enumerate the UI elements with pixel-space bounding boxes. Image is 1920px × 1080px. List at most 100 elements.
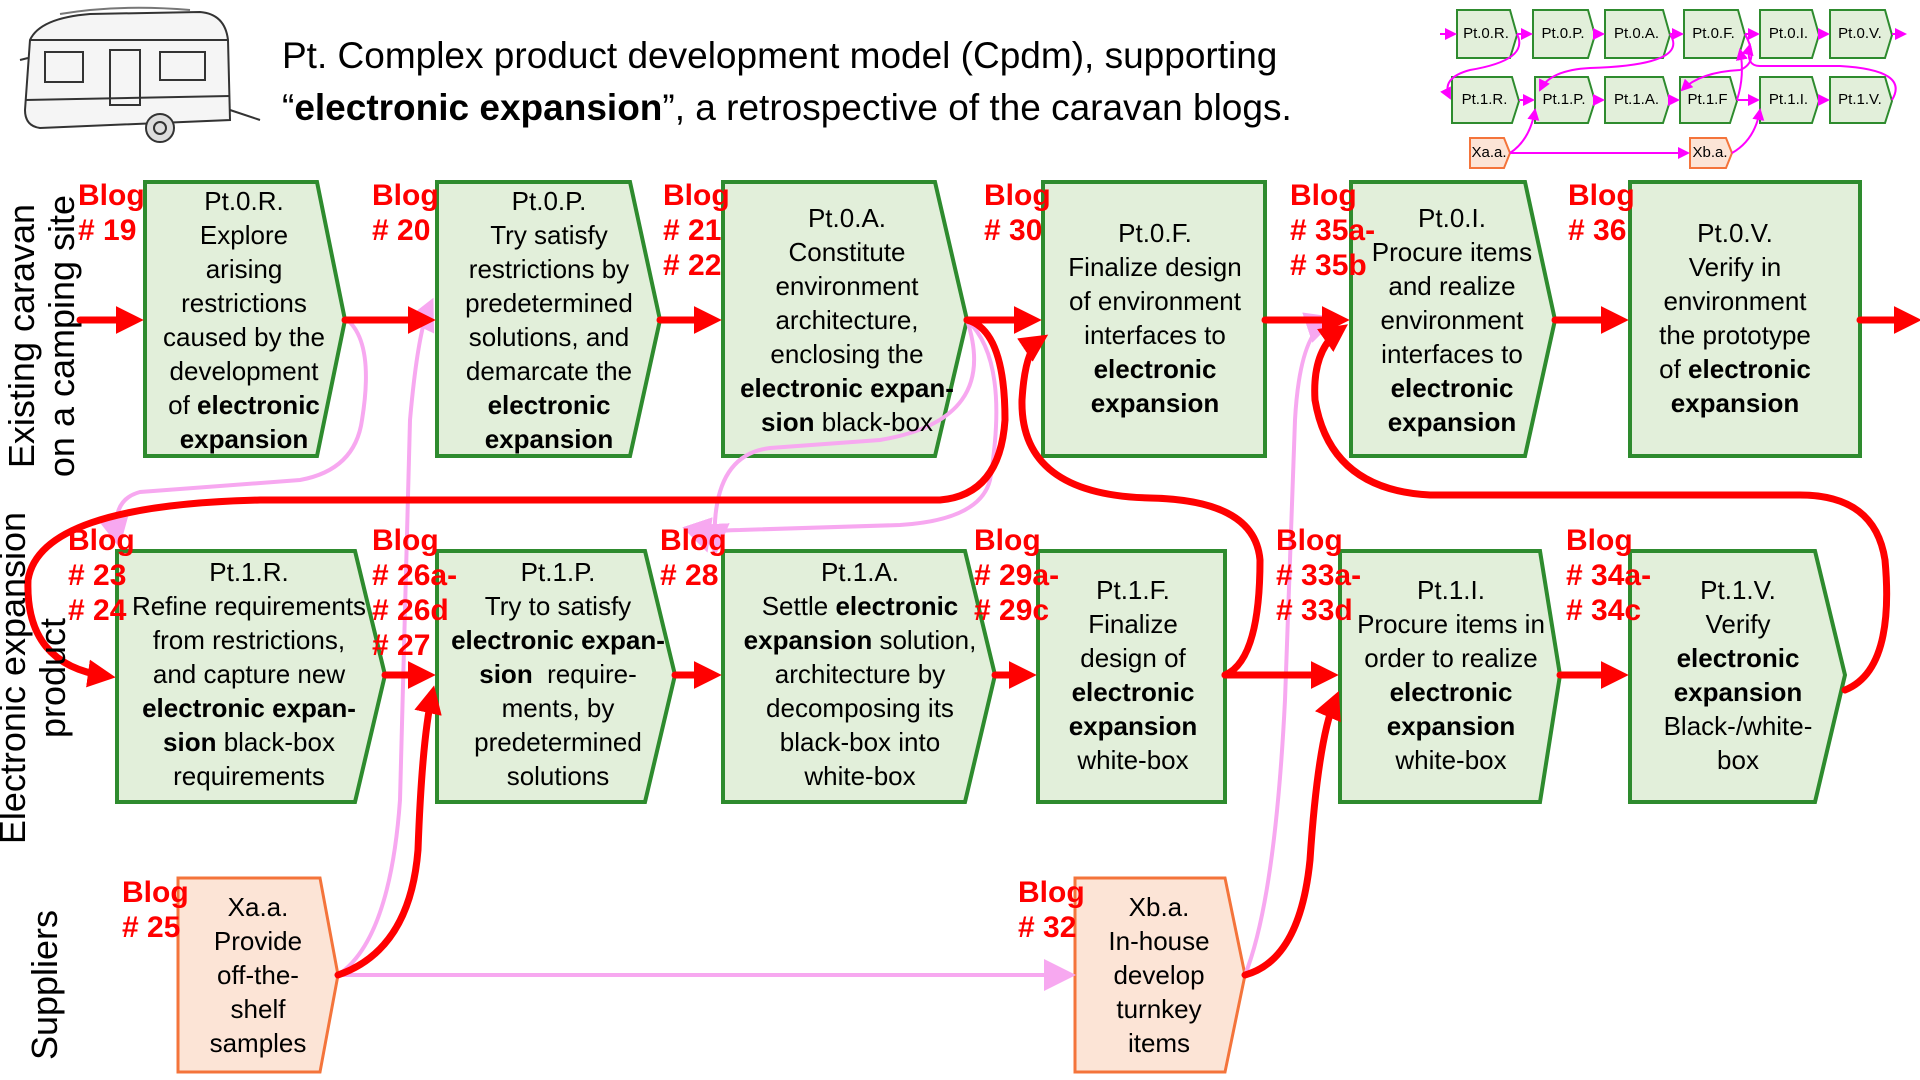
blog-label-33: Blog # 33a- # 33d: [1276, 523, 1361, 628]
pt1f-line: electronic: [1040, 675, 1226, 709]
blog-label-25: Blog # 25: [122, 875, 189, 945]
pt1p-line: solutions: [506, 761, 610, 791]
pt0a-line: environment: [775, 271, 919, 301]
pt0p-line: electronic: [440, 388, 658, 422]
blog-label-36: Blog # 36: [1568, 178, 1635, 248]
pt1r-line: requirements: [173, 761, 325, 791]
pt0f-bold: expansion: [1090, 388, 1220, 418]
blog-35-word: Blog: [1290, 179, 1357, 212]
pt1f-line: white-box: [1077, 745, 1189, 775]
blog-35-num2: # 35b: [1290, 249, 1367, 282]
blog-21-num1: # 21: [663, 214, 722, 247]
pt1p-bold: sion: [479, 659, 533, 689]
box-pt0v: [1628, 180, 1862, 458]
title-line2-rest: ”, a retrospective of the caravan blogs.: [662, 87, 1292, 128]
pt0a-line: sion black-box: [727, 405, 967, 439]
blog-26-num2: # 26d: [372, 594, 449, 627]
pt1f-line: Finalize: [1088, 609, 1178, 639]
caravan-illustration: [19, 6, 261, 143]
box-pt1v-text: Pt.1.V. Verify electronic expansion Blac…: [1632, 573, 1844, 777]
red-arrow: [334, 685, 442, 979]
xaa-line: off-the-: [217, 960, 299, 990]
pt0p-line: solutions, and: [468, 322, 630, 352]
blog-23-word: Blog: [68, 524, 135, 557]
mini-box-pt0i: [1759, 9, 1821, 59]
pt0i-bold: electronic: [1390, 373, 1514, 403]
pt0r-line: caused by the: [163, 322, 325, 352]
pt0v-line: the prototype: [1659, 320, 1811, 350]
pt0r-line: expansion: [148, 422, 340, 456]
pt1r-bold: sion: [163, 727, 217, 757]
pt1r-line: and capture new: [152, 659, 346, 689]
title-bold: electronic expansion: [294, 87, 663, 128]
pt1a-line: Settle electronic: [726, 589, 994, 623]
blog-label-21: Blog # 21 # 22: [663, 178, 730, 283]
box-pt1v: [1628, 549, 1848, 804]
pt0f-line: electronic: [1046, 352, 1264, 386]
mini-box-pt1v: [1829, 76, 1894, 124]
mini-label-pt1f: Pt.1.F: [1687, 91, 1728, 108]
blog-34-num1: # 34a-: [1566, 559, 1652, 592]
pt0f-bold: electronic: [1093, 354, 1217, 384]
blog-label-34: Blog # 34a- # 34c: [1566, 523, 1651, 628]
box-pt1f-text: Pt.1.F. Finalize design of electronic ex…: [1040, 573, 1226, 777]
pt0v-bold: electronic: [1688, 354, 1811, 384]
mini-map: [1440, 9, 1907, 169]
pt1a-id: Pt.1.A.: [820, 557, 900, 587]
pt1a-line: decomposing its: [766, 693, 954, 723]
blog-36-num: # 36: [1568, 214, 1627, 247]
pt1r-line-part: black-box: [216, 727, 335, 757]
blog-label-29: Blog # 29a- # 29c: [974, 523, 1059, 628]
pt1p-bold: electronic expan-: [451, 625, 665, 655]
blog-label-26: Blog # 26a- # 26d # 27: [372, 523, 457, 663]
mini-label-pt1v: Pt.1.V.: [1838, 91, 1882, 108]
blog-label-35: Blog # 35a- # 35b: [1290, 178, 1375, 283]
box-pt1r: [115, 549, 388, 804]
box-pt0a: [721, 180, 970, 458]
blog-label-19: Blog # 19: [78, 178, 145, 248]
pt0v-line-part: of: [1659, 354, 1689, 384]
mini-box-pt0v: [1829, 9, 1894, 59]
pt0i-bold: expansion: [1387, 407, 1517, 437]
box-pt0a-text: Pt.0.A. Constitute environment architect…: [727, 201, 967, 439]
mini-box-pt0r: [1456, 9, 1519, 59]
box-pt1a: [721, 549, 998, 804]
pt0r-line: restrictions: [181, 288, 307, 318]
pt1a-line: expansion solution,: [726, 623, 994, 657]
pt0a-line: architecture,: [775, 305, 919, 335]
blog-30-word: Blog: [984, 179, 1051, 212]
xba-line: items: [1127, 1028, 1191, 1058]
blog-28-word: Blog: [660, 524, 727, 557]
blog-23-num1: # 23: [68, 559, 127, 592]
mini-arrow: [1741, 43, 1897, 101]
pt0r-line-part: of: [168, 390, 198, 420]
mini-box-xba: [1689, 137, 1734, 169]
pt0a-line: Constitute: [788, 237, 906, 267]
mini-arrow: [1539, 33, 1675, 92]
blog-19-num: # 19: [78, 214, 137, 247]
pt1v-bold: electronic: [1676, 643, 1800, 673]
lane-middle-line2: product: [32, 617, 73, 739]
pt0f-line: of environment: [1069, 286, 1241, 316]
pt1f-line: expansion: [1040, 709, 1226, 743]
box-pt0i: [1349, 180, 1558, 458]
blog-25-word: Blog: [122, 876, 189, 909]
mini-label-xaa: Xa.a.: [1471, 144, 1507, 161]
pt0f-line: interfaces to: [1084, 320, 1226, 350]
mini-arrow: [1736, 48, 1748, 101]
mini-label-pt0v: Pt.0.V.: [1838, 25, 1882, 42]
pt0i-line: expansion: [1352, 405, 1552, 439]
pt0p-id: Pt.0.P.: [511, 186, 587, 216]
xba-line: turnkey: [1116, 994, 1202, 1024]
box-xaa: [176, 876, 340, 1074]
pt0p-bold: electronic: [487, 390, 611, 420]
mini-arrow: [1509, 108, 1540, 154]
xba-line: develop: [1113, 960, 1205, 990]
box-pt0r-text: Pt.0.R. Explore arising restrictions cau…: [148, 184, 340, 456]
pt1i-id: Pt.1.I.: [1417, 575, 1485, 605]
pt0f-line: Finalize design: [1068, 252, 1242, 282]
pt1r-line: sion black-box: [118, 725, 380, 759]
blog-33-num1: # 33a-: [1276, 559, 1362, 592]
mini-label-pt0a: Pt.0.A.: [1613, 25, 1660, 42]
box-pt1a-text: Pt.1.A. Settle electronic expansion solu…: [726, 555, 994, 793]
